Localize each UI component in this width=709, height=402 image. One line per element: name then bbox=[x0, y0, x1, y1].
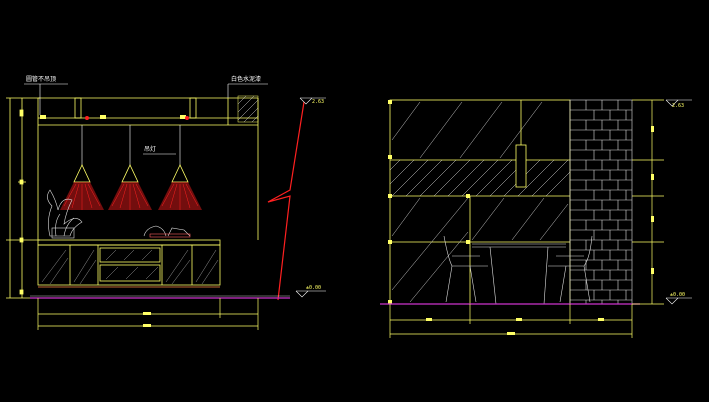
potted-plant bbox=[47, 189, 83, 239]
pendant-lamp-label: 吊灯 bbox=[144, 146, 157, 153]
dining-set bbox=[443, 235, 593, 305]
wall-hatch bbox=[237, 95, 259, 123]
ceiling-red-dots bbox=[85, 116, 189, 120]
pendant-note-label: 圆管不吊顶 bbox=[26, 76, 57, 83]
right-elevation bbox=[380, 99, 692, 338]
right-pendant-lamp bbox=[515, 100, 527, 188]
left-ceiling-level: 2.63 bbox=[312, 99, 325, 105]
pendant-lamps bbox=[60, 125, 202, 210]
brick-wall bbox=[569, 99, 633, 305]
leader-lines bbox=[24, 83, 268, 155]
pendant-lamp-2 bbox=[108, 125, 152, 210]
pendant-lamp-1 bbox=[60, 125, 104, 210]
left-bottom-dimensions bbox=[37, 298, 259, 330]
cabinet-hatch bbox=[41, 249, 219, 285]
ceiling-band bbox=[37, 97, 259, 240]
right-level-markers bbox=[665, 99, 692, 305]
right-ceiling-level: 2.63 bbox=[672, 103, 685, 109]
left-floor-level: ±0.00 bbox=[306, 285, 322, 291]
left-vertical-dimensions bbox=[6, 97, 40, 299]
beam-hatch bbox=[389, 159, 571, 197]
right-floor-level: ±0.00 bbox=[670, 292, 686, 298]
left-level-markers bbox=[295, 97, 326, 298]
sideboard-cabinet bbox=[37, 239, 221, 288]
right-vertical-dimensions bbox=[632, 99, 664, 305]
right-bottom-dimensions bbox=[389, 304, 633, 338]
left-elevation bbox=[6, 83, 326, 330]
wall-finish-label: 白色水泥漆 bbox=[231, 76, 262, 83]
pendant-lamp-3 bbox=[158, 125, 202, 210]
break-line bbox=[267, 101, 305, 301]
counter-objects bbox=[143, 225, 191, 238]
brick-courses bbox=[570, 100, 632, 304]
glass-hatch bbox=[391, 101, 569, 303]
